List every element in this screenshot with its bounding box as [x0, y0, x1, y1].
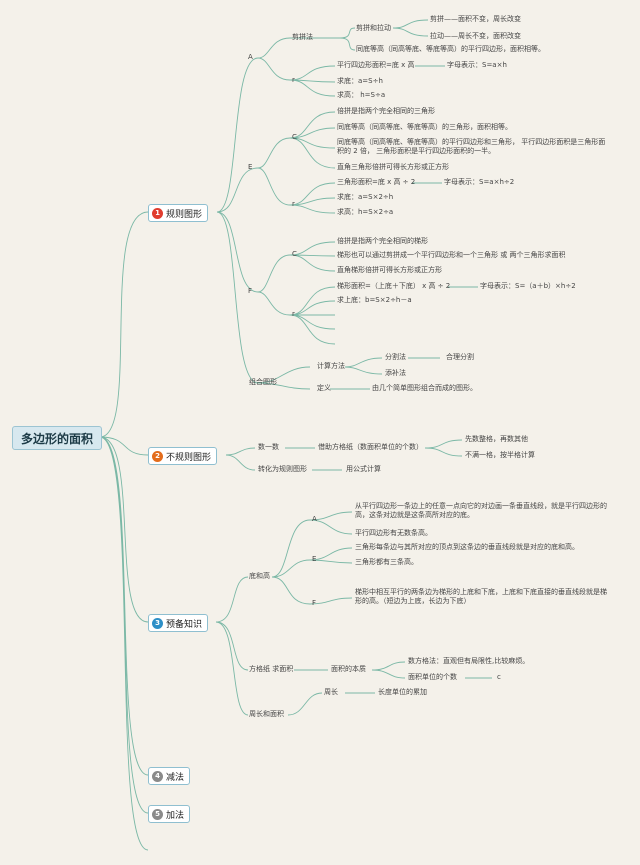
node-cut[interactable]: 剪拼——面积不变，周长改变: [430, 15, 521, 23]
branch-irregular-shapes[interactable]: 2 不规则图形: [148, 447, 218, 465]
node-text[interactable]: 三角形每条边与其所对应的顶点到这条边的垂直线段就是对应的底和高。: [355, 543, 579, 551]
node-text[interactable]: 直角三角形倍拼可得长方形或正方形: [337, 163, 449, 171]
badge-1: 1: [152, 207, 163, 219]
node-definition-text[interactable]: 由几个简单图形组合而成的图形。: [372, 384, 477, 392]
node-count[interactable]: 数一数: [258, 443, 279, 451]
node-find-height[interactable]: 求高：h=S×2÷a: [337, 208, 394, 216]
node-convert-2[interactable]: 用公式计算: [346, 465, 381, 473]
node-F[interactable]: F: [248, 287, 253, 295]
node-definition[interactable]: 定义: [317, 384, 331, 392]
node-perimeter-area[interactable]: 周长和面积: [249, 710, 284, 718]
node-find-height[interactable]: 求高： h=S÷a: [337, 91, 386, 99]
node-grid-2[interactable]: 不满一格，按半格计算: [465, 451, 535, 459]
branch-prerequisite[interactable]: 3 预备知识: [148, 614, 209, 632]
node-text[interactable]: 梯形中相互平行的两条边为梯形的上底和下底，上底和下底直接的垂直线段就是梯形的高。…: [355, 588, 607, 605]
node-cut-paste[interactable]: 剪拼法: [292, 33, 313, 41]
branch-label: 减法: [166, 772, 185, 783]
node-text[interactable]: 直角梯形倍拼可得长方形或正方形: [337, 266, 442, 274]
node-formula-symbol[interactable]: 字母表示：S=（a＋b）×h÷2: [480, 282, 576, 290]
node-perimeter[interactable]: 周长: [324, 688, 338, 696]
branch-label: 不规则图形: [166, 452, 212, 463]
node-r[interactable]: r: [292, 76, 295, 84]
branch-addition[interactable]: 5 加法: [148, 805, 191, 823]
node-E[interactable]: E: [248, 163, 253, 171]
node-grid-1[interactable]: 先数整格，再数其他: [465, 435, 528, 443]
node-formula-symbol[interactable]: 字母表示：S=a×h: [447, 61, 507, 69]
node-formula-symbol[interactable]: 字母表示：S=a×h÷2: [444, 178, 515, 186]
node-text[interactable]: 平行四边形有无数条高。: [355, 529, 432, 537]
node-C[interactable]: C: [292, 250, 297, 258]
node-text[interactable]: 同底等高（同高等底、等底等高）的三角形，面积相等。: [337, 123, 512, 131]
node-E[interactable]: E: [312, 555, 317, 563]
badge-5: 5: [152, 808, 163, 820]
branch-label: 加法: [166, 810, 185, 821]
node-text[interactable]: 从平行四边形一条边上的任意一点向它的对边画一条垂直线段，就是平行四边形的高，这条…: [355, 502, 607, 519]
node-base-height[interactable]: 底和高: [249, 572, 270, 580]
node-perimeter-text[interactable]: 长度单位的累加: [378, 688, 427, 696]
node-C[interactable]: C: [292, 133, 297, 141]
node-A[interactable]: A: [312, 515, 317, 523]
node-essence-3[interactable]: c: [497, 673, 501, 681]
node-cut-pull[interactable]: 剪拼和拉动: [356, 24, 391, 32]
node-r[interactable]: r: [292, 310, 295, 318]
node-text[interactable]: 三角形都有三条高。: [355, 558, 418, 566]
node-A[interactable]: A: [248, 53, 253, 61]
node-essence-2[interactable]: 面积单位的个数: [408, 673, 457, 681]
node-find-base[interactable]: 求底：a=S÷h: [337, 77, 383, 85]
badge-3: 3: [152, 617, 163, 629]
node-grid-area[interactable]: 方格纸 求面积: [249, 665, 294, 673]
badge-2: 2: [152, 450, 163, 462]
node-supplement[interactable]: 添补法: [385, 369, 406, 377]
node-formula[interactable]: 三角形面积=底 x 高 ÷ 2: [337, 178, 416, 186]
branch-label: 预备知识: [166, 619, 203, 630]
node-text[interactable]: 倍拼是指两个完全相同的梯形: [337, 237, 428, 245]
node-divide-note[interactable]: 合理分割: [446, 353, 474, 361]
badge-4: 4: [152, 770, 163, 782]
branch-label: 规则图形: [166, 209, 203, 220]
node-convert[interactable]: 转化为规则图形: [258, 465, 307, 473]
node-find-top[interactable]: 求上底：b=S×2÷h－a: [337, 296, 412, 304]
node-pull[interactable]: 拉动——周长不变，面积改变: [430, 32, 521, 40]
node-same-base-height[interactable]: 同底等高（同高等底、等底等高）的平行四边形，面积相等。: [356, 45, 545, 53]
node-composite[interactable]: 组合图形: [249, 378, 277, 386]
node-divide[interactable]: 分割法: [385, 353, 406, 361]
node-essence-1[interactable]: 数方格法：直观但有局限性,比较麻烦。: [408, 657, 530, 665]
branch-subtraction[interactable]: 4 减法: [148, 767, 191, 785]
node-text[interactable]: 梯形也可以通过剪拼成一个平行四边形和一个三角形 或 两个三角形求面积: [337, 251, 566, 259]
node-text[interactable]: 倍拼是指两个完全相同的三角形: [337, 107, 435, 115]
branch-regular-shapes[interactable]: 1 规则图形: [148, 204, 209, 222]
node-area-essence[interactable]: 面积的本质: [331, 665, 366, 673]
root-node[interactable]: 多边形的面积: [12, 426, 102, 450]
node-calc-method[interactable]: 计算方法: [317, 362, 345, 370]
node-grid[interactable]: 借助方格纸（数面积单位的个数）: [318, 443, 423, 451]
node-text[interactable]: 同底等高（同高等底、等底等高）的平行四边形和三角形， 平行四边形面积是三角形面积…: [337, 138, 606, 155]
node-formula[interactable]: 平行四边形面积=底 x 高: [337, 61, 415, 69]
node-F[interactable]: F: [312, 599, 317, 607]
node-find-base[interactable]: 求底：a=S×2÷h: [337, 193, 394, 201]
node-formula[interactable]: 梯形面积=（上底＋下底） x 高 ÷ 2: [337, 282, 451, 290]
node-r[interactable]: r: [292, 200, 295, 208]
